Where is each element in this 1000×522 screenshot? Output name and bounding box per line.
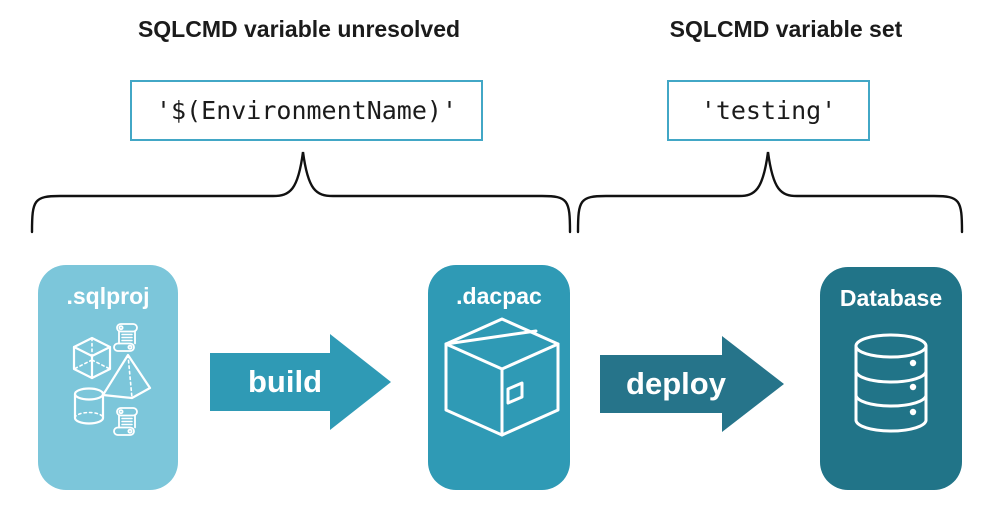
scroll-icon: [113, 407, 138, 436]
build-arrow-shape: [210, 334, 391, 430]
build-arrow-label: build: [247, 364, 323, 399]
sqlproj-card: .sqlproj: [38, 265, 178, 490]
dacpac-card-title: .dacpac: [456, 283, 542, 309]
database-card-title: Database: [839, 285, 943, 311]
package-box-icon: [444, 317, 560, 437]
left-brace: [30, 151, 572, 234]
deploy-arrow-shape: [600, 336, 784, 432]
code-box-environment-name: '$(EnvironmentName)': [130, 80, 483, 141]
dacpac-card: .dacpac: [428, 265, 570, 490]
pyramid-icon: [101, 353, 152, 400]
database-stack-icon: [854, 333, 928, 433]
right-brace: [576, 151, 964, 234]
deploy-arrow-label: deploy: [626, 366, 726, 401]
code-box-testing: 'testing': [667, 80, 870, 141]
heading-variable-unresolved: SQLCMD variable unresolved: [137, 16, 461, 42]
heading-variable-set: SQLCMD variable set: [669, 16, 903, 42]
code-text-environment-name: '$(EnvironmentName)': [155, 96, 458, 125]
cylinder-icon: [73, 387, 105, 425]
sqlproj-card-title: .sqlproj: [66, 283, 150, 309]
scroll-icon: [113, 323, 138, 352]
deploy-arrow: [600, 336, 784, 432]
code-text-testing: 'testing': [700, 96, 837, 125]
left-brace-path: [30, 151, 572, 234]
right-brace-path: [576, 151, 964, 234]
sql-objects-icon: [72, 323, 152, 436]
database-card: Database: [820, 267, 962, 490]
build-arrow: [210, 334, 391, 430]
cube-icon: [72, 336, 112, 380]
